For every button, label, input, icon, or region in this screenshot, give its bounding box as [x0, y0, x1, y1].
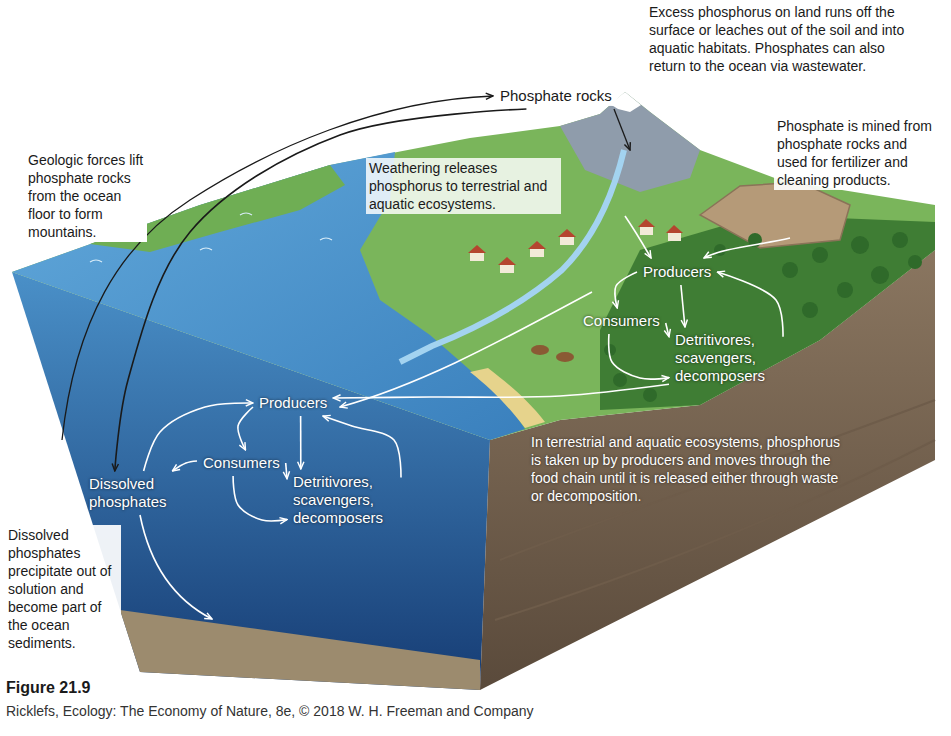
flow-arrow — [300, 416, 302, 469]
compartment-label: Detritivores, scavengers, decomposers — [293, 473, 395, 527]
source-credit: Ricklefs, Ecology: The Economy of Nature… — [6, 703, 534, 719]
tree — [851, 236, 869, 254]
cycle-compartment: Detritivores, scavengers, decomposers — [672, 330, 780, 386]
house — [668, 232, 681, 241]
flow-arrow — [333, 384, 669, 398]
tree — [837, 282, 853, 298]
callout-note: Dissolved phosphates precipitate out of … — [5, 525, 121, 653]
flow-arrow — [717, 272, 783, 337]
flow-arrow — [286, 463, 287, 479]
tree — [782, 262, 798, 278]
roof — [528, 241, 546, 249]
cycle-compartment: Consumers — [200, 453, 283, 473]
callout-note: Weathering releases phosphorus to terres… — [366, 158, 561, 214]
house — [470, 252, 484, 261]
flow-arrow — [681, 285, 685, 327]
sedimentation-arrow — [140, 515, 212, 619]
mountain — [560, 92, 700, 192]
tree — [908, 255, 922, 269]
cycle-compartment: Dissolved phosphates — [86, 474, 182, 512]
rock-stratum — [500, 400, 935, 560]
roof — [638, 219, 655, 227]
cycle-compartment: Detritivores, scavengers, decomposers — [290, 472, 398, 528]
compartment-label: Consumers — [203, 454, 280, 472]
deer — [556, 352, 574, 362]
flow-arrow — [238, 407, 253, 450]
compartment-label: Producers — [259, 394, 327, 412]
roof — [498, 257, 516, 265]
flow-arrow — [233, 476, 287, 521]
weathering-arrow — [614, 109, 630, 150]
beach — [470, 368, 545, 428]
house — [640, 226, 653, 235]
tree — [892, 232, 908, 248]
phosphate-mine — [700, 182, 850, 248]
tree — [812, 247, 828, 263]
callout-note: Excess phosphorus on land runs off the s… — [646, 2, 914, 76]
callout-note: In terrestrial and aquatic ecosystems, p… — [528, 432, 850, 506]
cycle-compartment: Consumers — [580, 311, 663, 331]
runoff-arrow — [340, 292, 592, 407]
ocean-sediment — [120, 610, 480, 690]
flow-arrow — [323, 416, 401, 478]
compartment-label: Consumers — [583, 312, 660, 330]
deer — [531, 345, 549, 355]
village-arrow — [625, 216, 651, 258]
callout-note: Geologic forces lift phosphate rocks fro… — [25, 150, 147, 242]
compartment-label: Detritivores, scavengers, decomposers — [675, 331, 777, 385]
roof — [468, 245, 486, 253]
tree — [613, 373, 627, 387]
cycle-compartment: Phosphate rocks — [497, 86, 615, 106]
roof — [666, 225, 683, 233]
mine-arrow — [704, 238, 790, 258]
tree — [871, 266, 889, 284]
callout-note: Phosphate is mined from phosphate rocks … — [774, 116, 944, 190]
compartment-label: Dissolved phosphates — [89, 475, 179, 511]
house — [530, 248, 544, 257]
cycle-compartment: Producers — [640, 262, 714, 282]
compartment-label: Phosphate rocks — [500, 87, 612, 105]
compartment-label: Producers — [643, 263, 711, 281]
roof — [558, 229, 576, 237]
flow-arrow — [666, 323, 669, 337]
house — [500, 264, 514, 273]
figure-number: Figure 21.9 — [6, 679, 90, 697]
tree — [802, 302, 818, 318]
flow-arrow — [609, 334, 669, 379]
cycle-compartment: Producers — [256, 393, 330, 413]
tree — [643, 388, 657, 402]
flow-arrow — [615, 272, 637, 308]
flow-arrow — [172, 461, 197, 471]
house — [560, 236, 574, 245]
